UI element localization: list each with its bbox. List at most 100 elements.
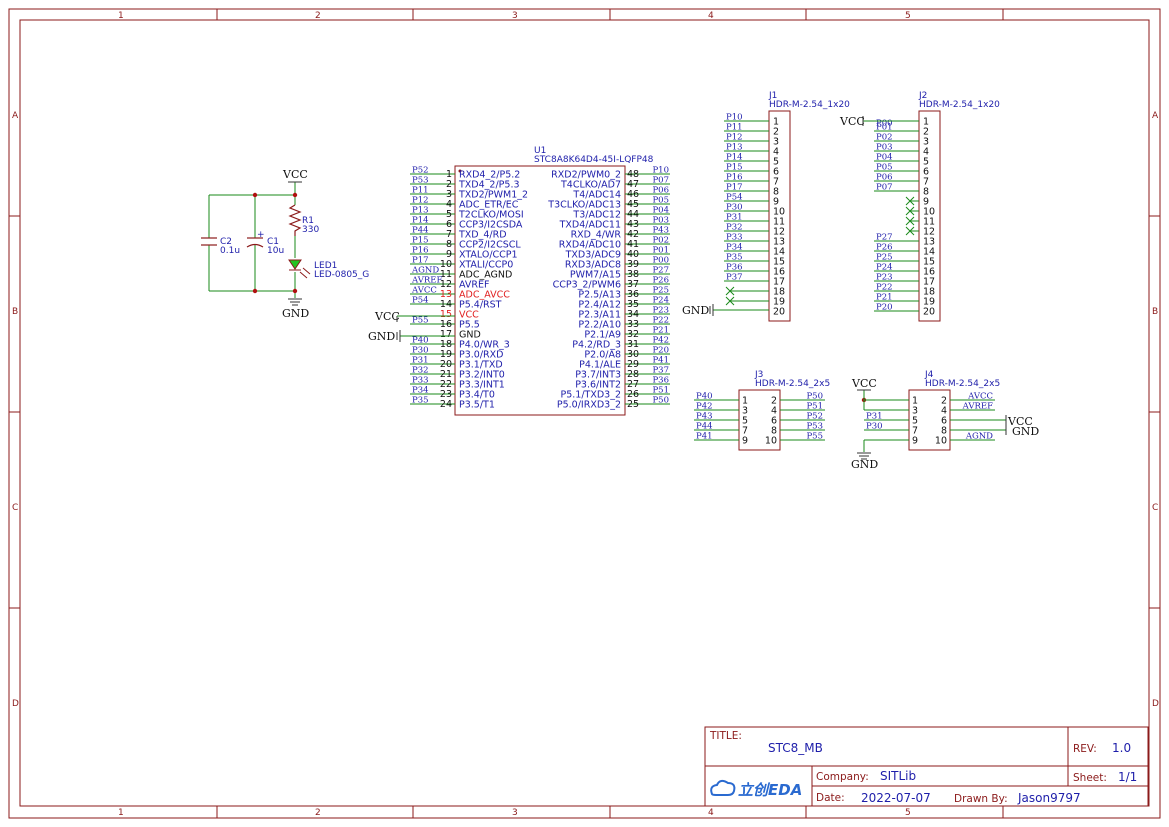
u1-pin-number: 22 [440, 379, 452, 390]
gnd-symbol-left [288, 298, 302, 306]
j1-pin-number: 19 [773, 297, 785, 308]
u1-pin-number: 2 [446, 179, 452, 190]
net-label: P33 [412, 376, 429, 386]
net-label: P42 [696, 402, 713, 412]
j1-pin-number: 8 [773, 187, 779, 198]
u1-pin-number: 46 [627, 189, 639, 200]
frame-col-label: 2 [315, 808, 321, 818]
j3-pin-number: 6 [771, 416, 777, 427]
frame-row-label: C [1152, 503, 1158, 513]
j1-pin-number: 17 [773, 277, 785, 288]
j2-pin-number: 3 [923, 137, 929, 148]
j1-pin-number: 7 [773, 177, 779, 188]
net-label: P26 [876, 243, 893, 253]
net-label: P12 [412, 196, 429, 206]
u1-pin-number: 41 [627, 239, 639, 250]
u1-pin-name: CCP2/I2CSCL [459, 240, 521, 251]
u1-pin-name: P3.7/INT3 [575, 370, 621, 381]
r1-value: 330 [302, 225, 319, 235]
net-label: P24 [876, 263, 893, 273]
net-label: P52 [806, 412, 823, 422]
no-connect-marker [905, 196, 915, 206]
u1-pin-number: 35 [627, 299, 639, 310]
j2-pin-number: 12 [923, 227, 935, 238]
u1-pin-number: 13 [440, 289, 452, 300]
net-label: P02 [652, 236, 669, 246]
j4-part: HDR-M-2.54_2x5 [925, 379, 1000, 389]
j1-pin-number: 12 [773, 227, 785, 238]
frame-row-label: B [1152, 307, 1158, 317]
net-label: P10 [652, 166, 669, 176]
u1-pin-number: 36 [627, 289, 639, 300]
j2-pin-number: 6 [923, 167, 929, 178]
net-label: P23 [652, 306, 669, 316]
j1-part: HDR-M-2.54_1x20 [769, 100, 850, 110]
u1-pin-name: P4.0/WR_3 [459, 340, 510, 351]
j2-pin-number: 15 [923, 257, 935, 268]
net-label: P36 [726, 263, 743, 273]
c2-ref: C2 [220, 237, 232, 247]
gnd-symbol-u1: GND [368, 330, 455, 343]
j4-pin-number: 9 [912, 436, 918, 447]
eda-logo: 立创EDA [710, 779, 802, 799]
j4-pin-number: 6 [941, 416, 947, 427]
j1-pin-number: 15 [773, 257, 785, 268]
net-label: P53 [412, 176, 429, 186]
frame-col-label: 4 [708, 808, 714, 818]
net-label: P35 [726, 253, 743, 263]
u1-pin-name: P5.4/RST [459, 300, 502, 311]
u1-pin-number: 28 [627, 369, 639, 380]
u1-pin1-marker [458, 169, 462, 173]
u1-pin-number: 6 [446, 219, 452, 230]
net-label: AGND [411, 266, 439, 276]
net-label: P00 [876, 119, 893, 129]
net-label: P40 [696, 392, 713, 402]
u1-pin-name: VCC [459, 310, 479, 321]
u1-pin-number: 17 [440, 329, 452, 340]
u1-pin-name: P2.5/A13 [578, 290, 621, 301]
drawn-by-label: Drawn By: [954, 793, 1008, 805]
j2-pin-number: 13 [923, 237, 935, 248]
u1-pin-name: CCP3/I2CSDA [459, 220, 523, 231]
no-connect-marker [725, 286, 735, 296]
svg-text:立创EDA: 立创EDA [738, 781, 802, 799]
net-label: P11 [412, 186, 429, 196]
frame-col-label: 2 [315, 11, 321, 21]
net-label: P30 [866, 422, 883, 432]
j2-pin-number: 18 [923, 287, 935, 298]
j2-pin-number: 11 [923, 217, 935, 228]
j2-pin-number: 10 [923, 207, 935, 218]
j1-pin-number: 1 [773, 117, 779, 128]
j4-pin-number: 7 [912, 426, 918, 437]
j3-part: HDR-M-2.54_2x5 [755, 379, 830, 389]
net-label: P17 [412, 256, 429, 266]
j3-pin-number: 5 [742, 416, 748, 427]
net-label: P31 [866, 412, 883, 422]
u1-pin-number: 42 [627, 229, 639, 240]
u1-pin-number: 4 [446, 199, 452, 210]
net-label: P34 [412, 386, 429, 396]
j1-pin-number: 2 [773, 127, 779, 138]
net-label: P51 [652, 386, 669, 396]
net-label: P14 [412, 216, 429, 226]
net-label: P30 [726, 203, 743, 213]
j3-pin-number: 8 [771, 426, 777, 437]
u1-pin-number: 7 [446, 229, 452, 240]
u1-pin-name: RXD2/PWM0_2 [551, 170, 621, 181]
net-label: P54 [726, 193, 743, 203]
gnd-symbol-j4 [857, 452, 871, 460]
j1-pin-number: 16 [773, 267, 785, 278]
j1-body [768, 110, 791, 322]
u1-pin-number: 3 [446, 189, 452, 200]
j2-pin-number: 17 [923, 277, 935, 288]
net-label: P43 [652, 226, 669, 236]
u1-pin-name: TXD_4/RD [458, 230, 507, 241]
j2-pin-number: 2 [923, 127, 929, 138]
j3-ref: J3 [754, 370, 763, 380]
net-label: P37 [652, 366, 669, 376]
j3-pin-number: 1 [742, 396, 748, 407]
rev-value: 1.0 [1112, 741, 1131, 755]
j1-pin-number: 4 [773, 147, 779, 158]
j1-pins: 1P102P113P124P135P146P157P168P179P5410P3… [724, 113, 785, 318]
